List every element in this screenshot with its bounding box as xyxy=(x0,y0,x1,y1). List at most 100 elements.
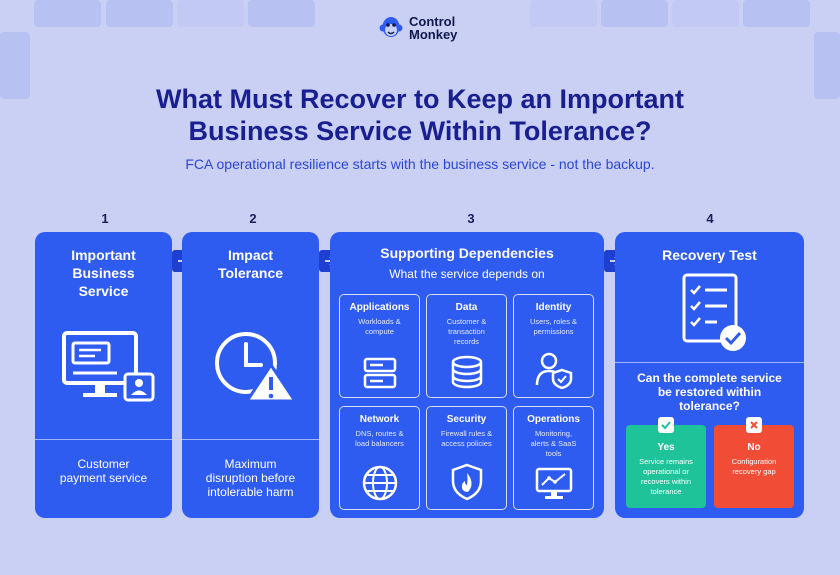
dependency-network: Network DNS, routes & load balancers xyxy=(339,406,420,510)
checklist-icon xyxy=(682,273,746,351)
step-number-1: 1 xyxy=(101,211,109,226)
flame-shield-icon xyxy=(451,463,482,501)
card-title-line: Important xyxy=(71,247,136,263)
dependency-description-line: DNS, routes & xyxy=(355,429,404,438)
dependency-name: Network xyxy=(359,414,400,425)
dependency-name: Identity xyxy=(535,302,572,313)
dependency-description: Workloads & compute xyxy=(342,317,417,337)
bg-tile xyxy=(106,0,173,27)
card-subtitle: What the service depends on xyxy=(389,267,545,281)
clock-warning-icon xyxy=(215,332,297,403)
dependency-description: Firewall rules & access policies xyxy=(429,429,504,449)
dependency-name: Applications xyxy=(349,302,410,313)
card-title: Recovery Test xyxy=(662,247,757,263)
page-subtitle: FCA operational resilience starts with t… xyxy=(185,156,655,172)
dependency-name: Data xyxy=(455,302,478,313)
answer-description-line: recovers within xyxy=(640,477,692,486)
dependency-description-line: Customer & xyxy=(446,317,487,326)
dependency-description-line: permissions xyxy=(533,327,574,336)
step-number-2: 2 xyxy=(249,211,257,226)
brand-name-line2: Monkey xyxy=(409,27,458,42)
step-card-recovery-test: Recovery Test Can the complete service b… xyxy=(615,232,804,518)
dependency-description-line: alerts & SaaS xyxy=(530,439,577,448)
dependency-description-line: Monitoring, xyxy=(534,429,573,438)
recovery-question: Can the complete service be restored wit… xyxy=(615,371,804,413)
card-divider xyxy=(182,439,319,440)
card-footer-line: Customer xyxy=(77,457,130,471)
card-footer: Customer payment service xyxy=(35,457,172,485)
server-icon xyxy=(363,357,396,389)
card-divider xyxy=(615,362,804,363)
answer-no-label: No xyxy=(747,442,761,453)
card-title-line: Business xyxy=(72,265,135,281)
step-card-important-business-service: Important Business Service Customer paym… xyxy=(35,232,172,518)
card-footer-line: disruption before xyxy=(205,471,296,485)
checkmark-icon xyxy=(658,417,674,433)
card-title-line: Tolerance xyxy=(217,265,284,281)
dependency-identity: Identity Users, roles & permissions xyxy=(513,294,594,398)
dependency-description-line: records xyxy=(453,337,479,346)
answer-no: No Configuration recovery gap xyxy=(714,417,794,508)
dependency-description-line: Firewall rules & xyxy=(440,429,493,438)
user-shield-icon xyxy=(535,352,572,389)
dependency-description-line: transaction xyxy=(448,327,485,336)
monkey-face-icon xyxy=(379,17,403,37)
dependency-operations: Operations Monitoring, alerts & SaaS too… xyxy=(513,406,594,510)
monitoring-chart-icon xyxy=(535,467,572,499)
answer-description-line: tolerance xyxy=(650,487,682,496)
dependency-data: Data Customer & transaction records xyxy=(426,294,507,398)
dependency-description: Users, roles & permissions xyxy=(516,317,591,337)
recovery-question-line: tolerance? xyxy=(679,399,740,413)
bg-tile xyxy=(34,0,101,27)
dependency-description-line: compute xyxy=(365,327,394,336)
answer-description-line: Configuration xyxy=(731,457,777,466)
dependency-name: Security xyxy=(446,414,487,425)
title-line2: Business Service Within Tolerance? xyxy=(188,116,652,146)
card-title-line: Service xyxy=(78,283,129,299)
card-divider xyxy=(35,439,172,440)
card-title: Supporting Dependencies xyxy=(380,245,554,261)
dependency-description-line: load balancers xyxy=(355,439,404,448)
brand-logo: Control Monkey xyxy=(379,14,457,42)
bg-tile xyxy=(248,0,315,27)
card-title: Impact Tolerance xyxy=(182,246,319,282)
answer-yes: Yes Service remains operational or recov… xyxy=(626,417,706,508)
bg-tile xyxy=(530,0,597,27)
answer-description-line: Service remains xyxy=(639,457,693,466)
card-title-line: Impact xyxy=(227,247,274,263)
bg-tile xyxy=(814,32,840,99)
dependency-description-line: access policies xyxy=(441,439,492,448)
answer-description-line: recovery gap xyxy=(732,467,776,476)
card-footer-line: Maximum xyxy=(224,457,277,471)
dependency-description-line: Workloads & xyxy=(358,317,401,326)
card-title: Important Business Service xyxy=(35,246,172,300)
step-number-4: 4 xyxy=(706,211,714,226)
recovery-question-line: be restored within xyxy=(657,385,762,399)
card-footer-line: payment service xyxy=(59,471,148,485)
monitor-with-user-icon xyxy=(62,331,155,402)
recovery-question-line: Can the complete service xyxy=(637,371,782,385)
bg-tile xyxy=(601,0,668,27)
answer-description-line: operational or xyxy=(643,467,689,476)
bg-tile xyxy=(0,32,30,99)
dependency-security: Security Firewall rules & access policie… xyxy=(426,406,507,510)
bg-tile xyxy=(743,0,810,27)
answer-no-description: Configuration recovery gap xyxy=(717,457,791,477)
card-footer-line: intolerable harm xyxy=(207,485,294,499)
dependency-description-line: Users, roles & xyxy=(529,317,578,326)
dependency-description-line: tools xyxy=(545,449,562,458)
answer-yes-label: Yes xyxy=(657,442,675,453)
dependency-name: Operations xyxy=(527,414,580,425)
card-footer: Maximum disruption before intolerable ha… xyxy=(182,457,319,499)
title-line1: What Must Recover to Keep an Important xyxy=(155,84,685,114)
step-number-3: 3 xyxy=(467,211,475,226)
step-card-impact-tolerance: Impact Tolerance Maximum disruption befo… xyxy=(182,232,319,518)
database-icon xyxy=(451,355,482,389)
dependency-description: Customer & transaction records xyxy=(429,317,504,347)
answer-yes-description: Service remains operational or recovers … xyxy=(629,457,703,497)
x-mark-icon xyxy=(746,417,762,433)
brand-name-line1: Control xyxy=(409,14,456,29)
globe-icon xyxy=(362,465,397,501)
dependency-applications: Applications Workloads & compute xyxy=(339,294,420,398)
dependency-description: DNS, routes & load balancers xyxy=(342,429,417,449)
